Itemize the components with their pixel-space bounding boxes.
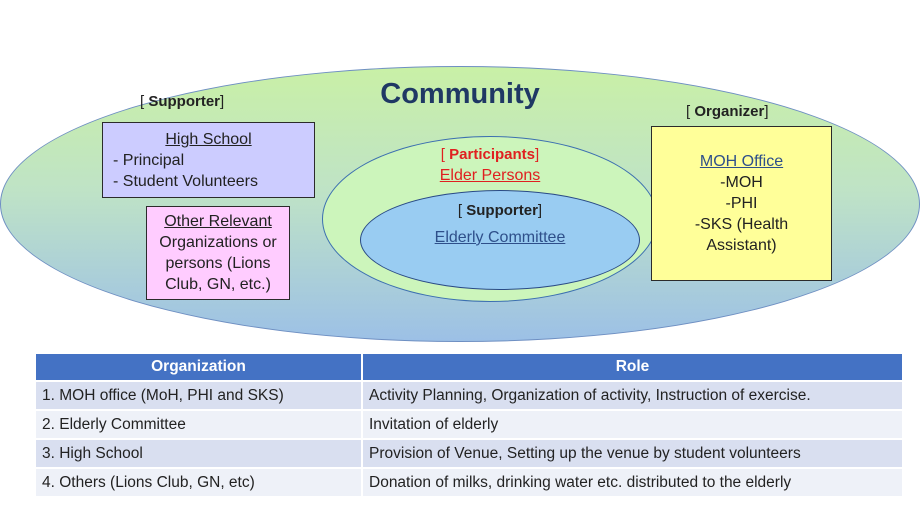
participants-label: [ Participants] (440, 146, 540, 163)
other-relevant-title: Other Relevant (164, 213, 272, 230)
high-school-title: High School (165, 131, 252, 148)
table-row: 1. MOH office (MoH, PHI and SKS) Activit… (36, 380, 902, 409)
cell-organization: 1. MOH office (MoH, PHI and SKS) (36, 380, 363, 409)
elderly-committee-label: Elderly Committee (434, 229, 566, 246)
high-school-item-principal: - Principal (113, 152, 185, 169)
cell-organization: 2. Elderly Committee (36, 409, 363, 438)
moh-office-line: -PHI (725, 195, 758, 212)
organizer-label: [ Organizer] (686, 103, 769, 120)
elderly-committee-ellipse (360, 190, 640, 290)
cell-organization: 3. High School (36, 438, 363, 467)
cell-role: Donation of milks, drinking water etc. d… (363, 467, 902, 496)
moh-office-box: MOH Office -MOH -PHI -SKS (Health Assist… (651, 126, 832, 281)
supporter-left-label: [ Supporter] (140, 93, 225, 110)
high-school-item-volunteers: - Student Volunteers (113, 173, 258, 190)
elder-persons-label: Elder Persons (439, 167, 541, 184)
table-row: 3. High School Provision of Venue, Setti… (36, 438, 902, 467)
cell-organization: 4. Others (Lions Club, GN, etc) (36, 467, 363, 496)
cell-role: Provision of Venue, Setting up the venue… (363, 438, 902, 467)
cell-role: Invitation of elderly (363, 409, 902, 438)
other-relevant-box: Other Relevant Organizations or persons … (146, 206, 290, 300)
other-relevant-line: Organizations or (159, 234, 277, 251)
header-role: Role (363, 354, 902, 380)
supporter-center-label: [ Supporter] (457, 202, 543, 219)
other-relevant-line: Club, GN, etc.) (165, 276, 271, 293)
moh-office-line: -SKS (Health (694, 216, 789, 233)
moh-office-line: -MOH (720, 174, 763, 191)
high-school-box: High School - Principal - Student Volunt… (102, 122, 315, 198)
header-organization: Organization (36, 354, 363, 380)
moh-office-line: Assistant) (706, 237, 777, 254)
table-header-row: Organization Role (36, 354, 902, 380)
table-row: 4. Others (Lions Club, GN, etc) Donation… (36, 467, 902, 496)
table-row: 2. Elderly Committee Invitation of elder… (36, 409, 902, 438)
moh-office-title: MOH Office (699, 153, 784, 170)
other-relevant-line: persons (Lions (165, 255, 271, 272)
organization-role-table: Organization Role 1. MOH office (MoH, PH… (36, 354, 902, 496)
community-title: Community (380, 78, 540, 110)
cell-role: Activity Planning, Organization of activ… (363, 380, 902, 409)
